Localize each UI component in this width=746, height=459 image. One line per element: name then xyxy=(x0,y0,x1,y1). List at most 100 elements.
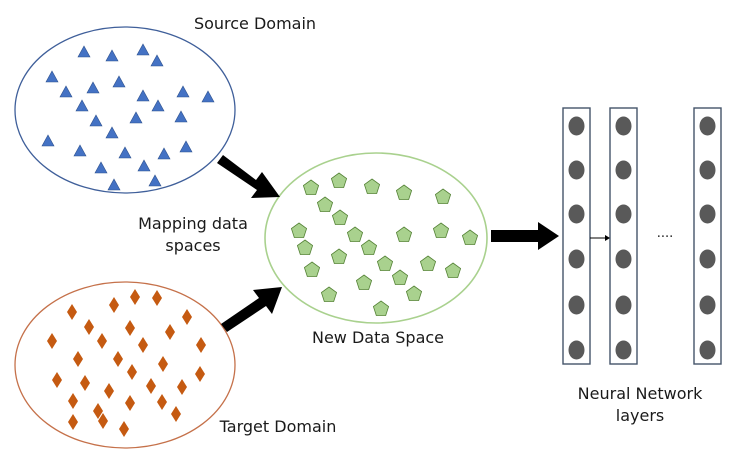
diamond-icon xyxy=(152,290,162,306)
circle-node-icon xyxy=(615,295,632,315)
diamond-icon xyxy=(158,356,168,372)
circle-node-icon xyxy=(568,204,585,224)
diamond-icon xyxy=(165,324,175,340)
pentagon-icon xyxy=(316,196,334,212)
circle-node-icon xyxy=(568,295,585,315)
triangle-icon xyxy=(201,90,215,103)
source-domain-label: Source Domain xyxy=(193,14,317,33)
pentagon-icon xyxy=(405,285,423,301)
circle-node-icon xyxy=(699,116,716,136)
circle-node-icon xyxy=(615,204,632,224)
triangle-icon xyxy=(137,159,151,172)
triangle-icon xyxy=(148,174,162,187)
target-to-new-arrow xyxy=(221,287,282,332)
triangle-icon xyxy=(86,81,100,94)
diamond-icon xyxy=(119,421,129,437)
circle-node-icon xyxy=(699,295,716,315)
triangle-icon xyxy=(176,85,190,98)
diamond-icon xyxy=(80,375,90,391)
pentagon-icon xyxy=(331,209,349,225)
diamond-icon xyxy=(93,403,103,419)
diamond-icon xyxy=(109,297,119,313)
new-space-pentagons xyxy=(290,172,479,316)
circle-node-icon xyxy=(699,340,716,360)
pentagon-icon xyxy=(444,262,462,278)
pentagon-icon xyxy=(296,239,314,255)
diamond-icon xyxy=(68,393,78,409)
diamond-icon xyxy=(125,320,135,336)
neural-network-label-line2: layers xyxy=(615,406,665,425)
triangle-icon xyxy=(75,99,89,112)
triangle-icon xyxy=(150,54,164,67)
target-domain-label: Target Domain xyxy=(219,417,337,436)
diamond-icon xyxy=(138,337,148,353)
pentagon-icon xyxy=(320,286,338,302)
diamond-icon xyxy=(97,333,107,349)
diamond-icon xyxy=(113,351,123,367)
pentagon-icon xyxy=(355,274,373,290)
neural-network-layers xyxy=(562,107,722,365)
layer-2 xyxy=(609,107,638,365)
layer-connection-arrowhead xyxy=(605,235,610,241)
diamond-icon xyxy=(125,395,135,411)
pentagon-icon xyxy=(346,226,364,242)
source-triangles xyxy=(41,43,215,191)
pentagon-icon xyxy=(434,188,452,204)
diamond-icon xyxy=(146,378,156,394)
diamond-icon xyxy=(127,364,137,380)
pentagon-icon xyxy=(330,248,348,264)
source-domain-ellipse xyxy=(14,26,236,194)
diamond-icon xyxy=(67,304,77,320)
triangle-icon xyxy=(77,45,91,58)
pentagon-icon xyxy=(372,300,390,316)
diamond-icon xyxy=(171,406,181,422)
diamond-icon xyxy=(84,319,94,335)
source-to-new-arrow xyxy=(217,155,280,198)
circle-node-icon xyxy=(615,116,632,136)
diamond-icon xyxy=(157,394,167,410)
target-diamonds xyxy=(47,289,206,437)
layer-3 xyxy=(693,107,722,365)
pentagon-icon xyxy=(395,184,413,200)
diamond-icon xyxy=(52,372,62,388)
triangle-icon xyxy=(45,70,59,83)
mapping-label-line1: Mapping data xyxy=(138,214,248,233)
pentagon-icon xyxy=(363,178,381,194)
circle-node-icon xyxy=(615,340,632,360)
diamond-icon xyxy=(196,337,206,353)
diamond-icon xyxy=(195,366,205,382)
triangle-icon xyxy=(157,147,171,160)
triangle-icon xyxy=(107,178,121,191)
circle-node-icon xyxy=(568,116,585,136)
new-data-space-ellipse xyxy=(264,152,488,324)
pentagon-icon xyxy=(302,179,320,195)
pentagon-icon xyxy=(360,239,378,255)
triangle-icon xyxy=(151,99,165,112)
circle-node-icon xyxy=(699,204,716,224)
triangle-icon xyxy=(105,49,119,62)
triangle-icon xyxy=(59,85,73,98)
diamond-icon xyxy=(98,413,108,429)
triangle-icon xyxy=(112,75,126,88)
pentagon-icon xyxy=(303,261,321,277)
triangle-icon xyxy=(73,144,87,157)
triangle-icon xyxy=(179,140,193,153)
pentagon-icon xyxy=(330,172,348,188)
triangle-icon xyxy=(129,111,143,124)
neural-network-label-line1: Neural Network xyxy=(577,384,703,403)
circle-node-icon xyxy=(568,249,585,269)
pentagon-icon xyxy=(461,229,479,245)
triangle-icon xyxy=(105,126,119,139)
circle-node-icon xyxy=(568,340,585,360)
diamond-icon xyxy=(68,414,78,430)
diamond-icon xyxy=(104,383,114,399)
triangle-icon xyxy=(136,43,150,56)
diamond-icon xyxy=(130,289,140,305)
pentagon-icon xyxy=(395,226,413,242)
circle-node-icon xyxy=(699,249,716,269)
diamond-icon xyxy=(47,333,57,349)
pentagon-icon xyxy=(376,255,394,271)
triangle-icon xyxy=(41,134,55,147)
triangle-icon xyxy=(174,110,188,123)
